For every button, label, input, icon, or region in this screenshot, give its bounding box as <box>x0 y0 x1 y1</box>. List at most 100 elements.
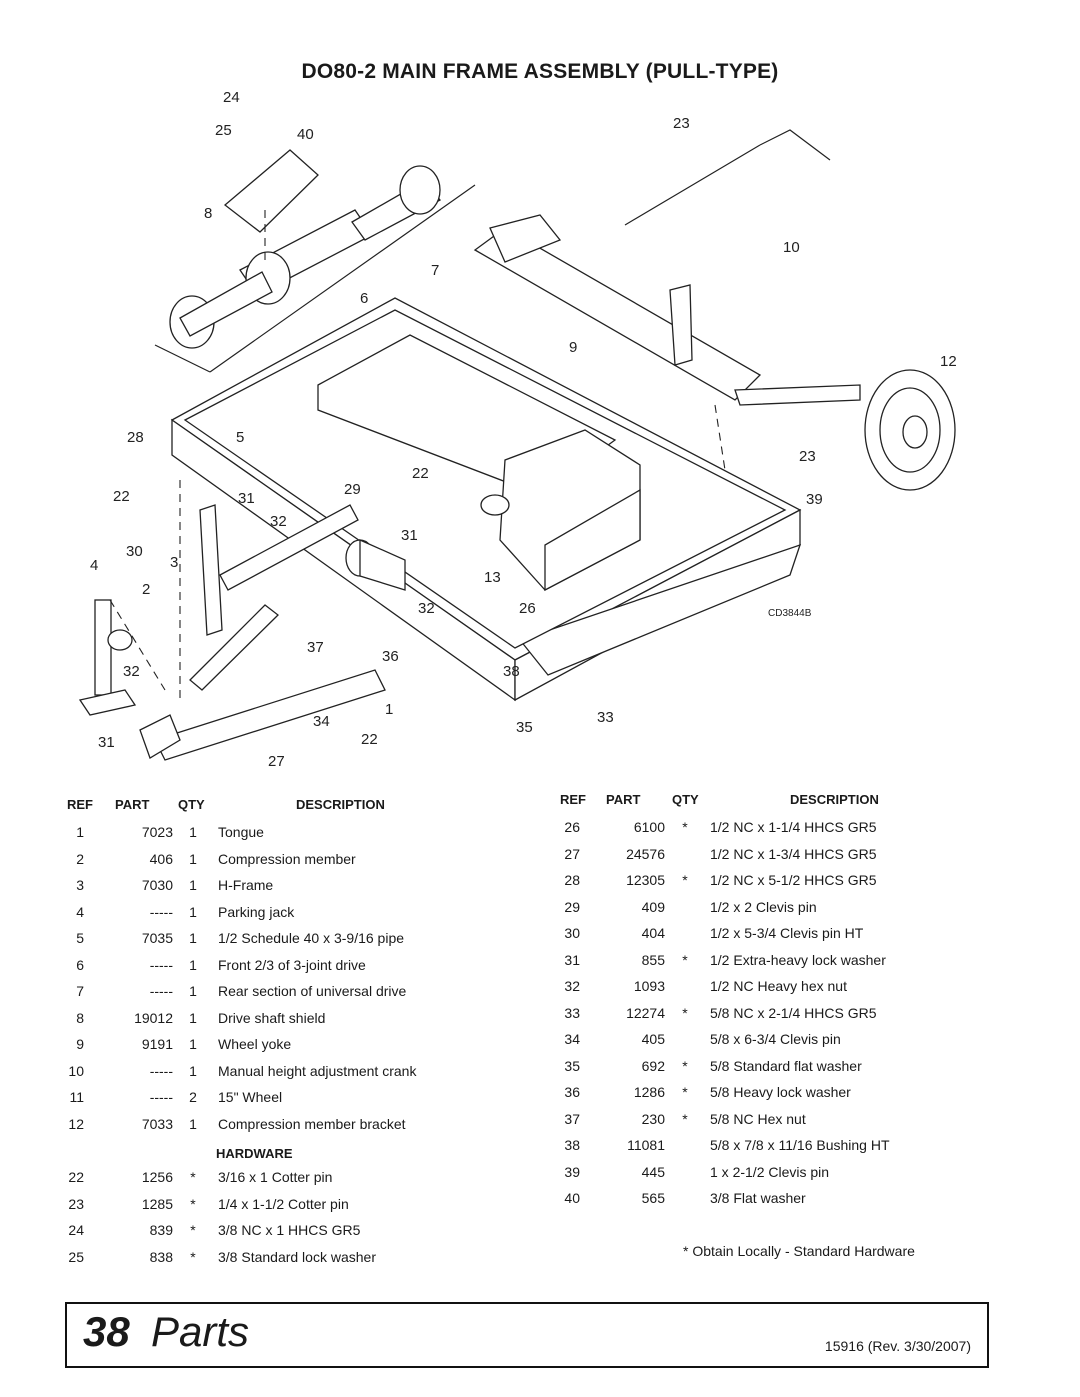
description-cell: 1 x 2-1/2 Clevis pin <box>710 1163 830 1180</box>
qty-cell: * <box>682 951 688 968</box>
qty-cell: 1 <box>189 1062 197 1079</box>
qty-cell: 1 <box>189 1036 197 1052</box>
qty-cell: * <box>682 819 688 835</box>
ref-cell: 35 <box>564 1057 580 1074</box>
ref-cell: 31 <box>564 951 580 968</box>
callout-35: 35 <box>516 719 533 736</box>
ref-cell: 7 <box>76 983 84 999</box>
qty-cell: 1 <box>189 850 197 867</box>
qty-cell: 1 <box>189 983 197 999</box>
callout-29: 29 <box>344 481 361 498</box>
assembly-diagram: 24 25 40 23 8 10 7 6 9 12 28 5 22 22 29 … <box>78 89 957 770</box>
ref-cell: 33 <box>564 1004 580 1021</box>
page-footer: 38 Parts 15916 (Rev. 3/30/2007) <box>65 1302 989 1368</box>
description-cell: 5/8 NC x 2-1/4 HHCS GR5 <box>710 1004 877 1021</box>
description-cell: 3/8 NC x 1 HHCS GR5 <box>218 1222 361 1238</box>
description-cell: Drive shaft shield <box>218 1009 326 1026</box>
callout-32: 32 <box>270 513 287 530</box>
callout-8: 8 <box>204 205 212 222</box>
right-header-qty: QTY <box>672 792 699 807</box>
qty-cell: * <box>190 1222 196 1238</box>
part-cell: 7035 <box>141 930 173 946</box>
callout-22: 22 <box>412 465 429 482</box>
callout-31: 31 <box>401 527 418 544</box>
part-cell: 838 <box>149 1248 173 1265</box>
left-header-part: PART <box>115 797 150 812</box>
part-cell: 404 <box>641 925 665 941</box>
wheel-yoke-drawing <box>473 129 956 491</box>
description-cell: 1/2 Schedule 40 x 3-9/16 pipe <box>218 930 405 946</box>
callout-12: 12 <box>940 353 957 370</box>
ref-cell: 23 <box>68 1195 84 1212</box>
callout-39: 39 <box>806 491 823 508</box>
qty-cell: * <box>682 1057 688 1074</box>
left-header-description: DESCRIPTION <box>296 797 385 812</box>
qty-cell: * <box>682 1084 688 1100</box>
callout-32: 32 <box>418 600 435 617</box>
right-header-ref: REF <box>560 792 586 807</box>
callout-27: 27 <box>268 753 285 770</box>
left-header-qty: QTY <box>178 797 205 812</box>
part-cell: ----- <box>149 903 173 920</box>
part-cell: ----- <box>149 956 173 973</box>
callout-2: 2 <box>142 581 150 598</box>
ref-cell: 38 <box>564 1137 580 1153</box>
description-cell: 1/2 NC x 1-3/4 HHCS GR5 <box>710 845 877 862</box>
callout-3: 3 <box>170 554 178 571</box>
callout-10: 10 <box>783 239 800 256</box>
ref-cell: 26 <box>564 819 580 835</box>
figure-id: CD3844B <box>768 608 812 619</box>
part-cell: 11081 <box>627 1137 665 1153</box>
part-cell: 12305 <box>626 872 665 888</box>
part-cell: 565 <box>641 1190 665 1206</box>
part-cell: 7023 <box>141 824 173 840</box>
tongue-drawing <box>78 480 386 761</box>
callout-32: 32 <box>123 663 140 680</box>
ref-cell: 12 <box>68 1115 84 1132</box>
callout-13: 13 <box>484 569 501 586</box>
part-cell: ----- <box>149 1089 173 1105</box>
ref-cell: 30 <box>564 925 580 941</box>
ref-cell: 24 <box>68 1222 84 1238</box>
description-cell: Front 2/3 of 3-joint drive <box>218 956 366 973</box>
callout-34: 34 <box>313 713 330 730</box>
qty-cell: 2 <box>189 1089 197 1105</box>
qty-cell: 1 <box>189 930 197 946</box>
description-cell: Compression member bracket <box>218 1115 406 1132</box>
ref-cell: 22 <box>68 1169 84 1185</box>
right-header-part: PART <box>606 792 641 807</box>
part-cell: 6100 <box>633 819 665 835</box>
description-cell: 1/2 NC x 5-1/2 HHCS GR5 <box>710 872 877 888</box>
callout-40: 40 <box>297 126 314 143</box>
callout-31: 31 <box>98 734 115 751</box>
callout-30: 30 <box>126 543 143 560</box>
section-title: Parts <box>151 1308 250 1355</box>
description-cell: 3/16 x 1 Cotter pin <box>218 1169 333 1185</box>
part-cell: 9191 <box>141 1036 173 1052</box>
qty-cell: * <box>190 1195 196 1212</box>
part-cell: 7030 <box>141 877 173 893</box>
ref-cell: 39 <box>564 1163 580 1180</box>
ref-cell: 6 <box>76 956 84 973</box>
callout-28: 28 <box>127 429 144 446</box>
description-cell: 1/2 NC Heavy hex nut <box>710 978 847 994</box>
part-cell: ----- <box>149 1062 173 1079</box>
part-cell: 692 <box>641 1057 665 1074</box>
part-cell: 405 <box>641 1031 665 1047</box>
callout-22: 22 <box>113 488 130 505</box>
ref-cell: 9 <box>76 1036 84 1052</box>
part-cell: 1285 <box>141 1195 173 1212</box>
callout-1: 1 <box>385 701 393 718</box>
description-cell: 3/8 Standard lock washer <box>218 1248 376 1265</box>
ref-cell: 4 <box>76 903 84 920</box>
description-cell: 1/4 x 1-1/2 Cotter pin <box>218 1195 349 1212</box>
part-cell: 839 <box>149 1222 173 1238</box>
callout-37: 37 <box>307 639 324 656</box>
callout-23: 23 <box>673 115 690 132</box>
qty-cell: * <box>190 1169 196 1185</box>
callout-7: 7 <box>431 262 439 279</box>
part-cell: 406 <box>149 850 173 867</box>
description-cell: 1/2 x 2 Clevis pin <box>710 898 817 915</box>
callout-5: 5 <box>236 429 244 446</box>
description-cell: Rear section of universal drive <box>218 983 407 999</box>
